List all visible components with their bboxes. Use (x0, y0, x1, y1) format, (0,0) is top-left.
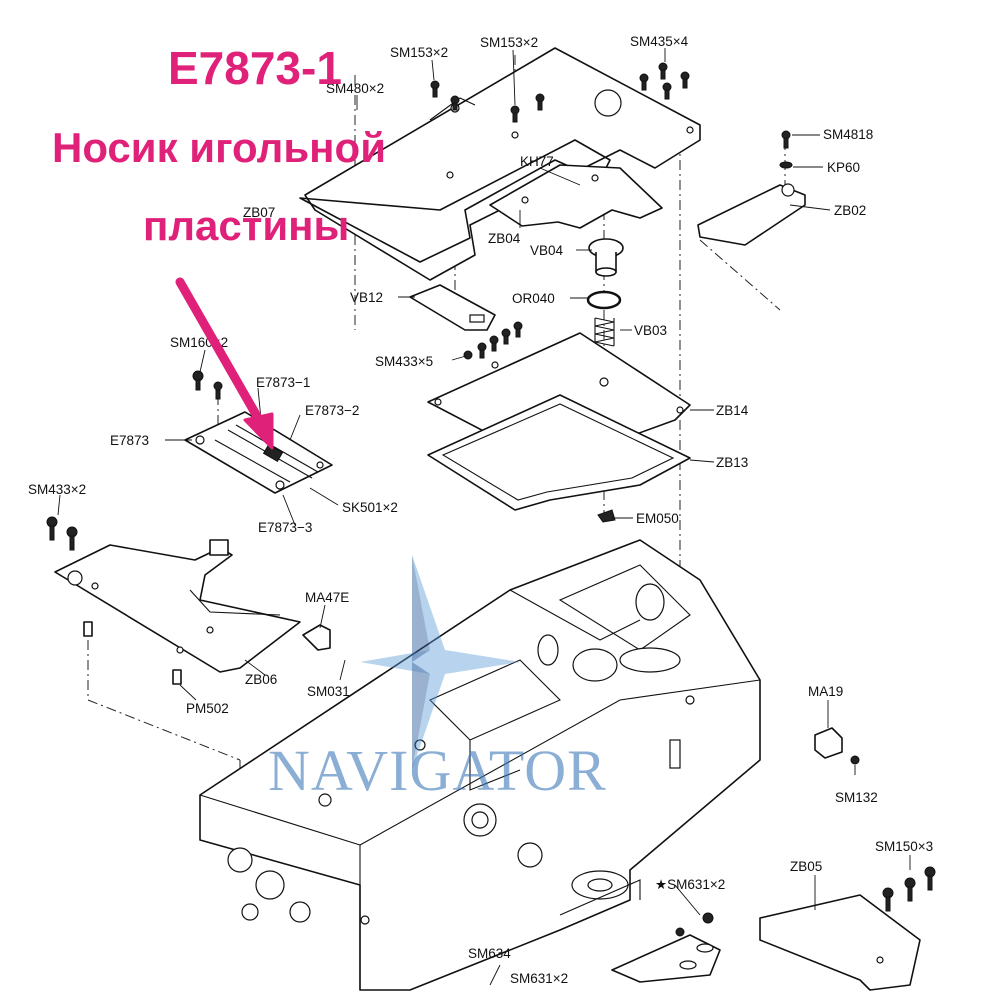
annotation-line2: пластины (143, 202, 349, 249)
machine-body (199, 539, 761, 991)
label-sk501: SK501×2 (342, 500, 398, 515)
label-e7873-1: E7873−1 (256, 375, 310, 390)
screws-sm153 (430, 80, 545, 123)
label-sm480: SM480×2 (326, 81, 384, 96)
label-sm4818: SM4818 (823, 127, 873, 142)
label-sm031: SM031 (307, 684, 350, 699)
label-zb05: ZB05 (790, 859, 822, 874)
knob-vb04 (588, 238, 624, 277)
pins-pm502 (83, 621, 182, 685)
navigator-watermark: NAVIGATOR (268, 555, 607, 803)
label-kp60: KP60 (827, 160, 860, 175)
screws-sm160 (192, 370, 223, 400)
label-sm433-2: SM433×2 (28, 482, 86, 497)
compass-star-icon (360, 555, 520, 770)
spring-vb03 (594, 317, 615, 347)
annotation-code: E7873-1 (168, 42, 342, 94)
needle-plate-e7873 (184, 411, 333, 494)
annotation: E7873-1 Носик игольной пластины (52, 42, 386, 450)
label-zb04: ZB04 (488, 231, 521, 246)
screws-sm433x5 (463, 321, 523, 360)
label-sm153-a: SM153×2 (390, 45, 448, 60)
leader-lines (57, 48, 911, 986)
bracket-zb04 (489, 164, 663, 229)
label-e7873-2: E7873−2 (305, 403, 359, 418)
label-sm433-5: SM433×5 (375, 354, 433, 369)
label-sm132: SM132 (835, 790, 878, 805)
screws-sm4818 (779, 130, 793, 169)
label-zb07: ZB07 (243, 205, 275, 220)
screws-sm435 (639, 62, 690, 100)
label-zb14: ZB14 (716, 403, 749, 418)
label-e7873-3: E7873−3 (258, 520, 312, 535)
clip-em050 (597, 509, 616, 523)
annotation-arrow-icon (175, 277, 267, 430)
label-em050: EM050 (636, 511, 679, 526)
gasket-zb13 (427, 394, 691, 511)
o-ring-or040 (586, 290, 622, 310)
label-ma19: MA19 (808, 684, 843, 699)
annotation-line1: Носик игольной (52, 124, 386, 171)
plate-zb05 (759, 894, 921, 991)
plate-zb06 (54, 539, 301, 673)
label-sm631-b: SM631×2 (510, 971, 568, 986)
label-sm634: SM634 (468, 946, 511, 961)
lever-vb12 (409, 284, 496, 331)
label-sm153-b: SM153×2 (480, 35, 538, 50)
bracket-ma47e (302, 624, 331, 651)
bracket-sm634 (611, 912, 721, 983)
label-zb02: ZB02 (834, 203, 866, 218)
label-zb06: ZB06 (245, 672, 277, 687)
label-ma47e: MA47E (305, 590, 349, 605)
label-or040: OR040 (512, 291, 555, 306)
watermark-text: NAVIGATOR (268, 738, 607, 803)
label-vb04: VB04 (530, 243, 564, 258)
part-labels: SM153×2 SM153×2 SM435×4 SM480×2 SM4818 K… (28, 34, 933, 986)
label-e7873: E7873 (110, 433, 149, 448)
label-kh77: KH77 (520, 154, 554, 169)
plate-zb02 (697, 183, 806, 246)
label-pm502: PM502 (186, 701, 229, 716)
magnet-ma19 (814, 727, 860, 765)
label-sm631-a: ★SM631×2 (655, 877, 725, 892)
label-zb13: ZB13 (716, 455, 748, 470)
screws-sm433x2 (46, 516, 78, 551)
label-vb12: VB12 (350, 290, 383, 305)
label-sm150: SM150×3 (875, 839, 933, 854)
label-sm435: SM435×4 (630, 34, 689, 49)
label-vb03: VB03 (634, 323, 667, 338)
screws-sm150x3 (882, 866, 936, 912)
